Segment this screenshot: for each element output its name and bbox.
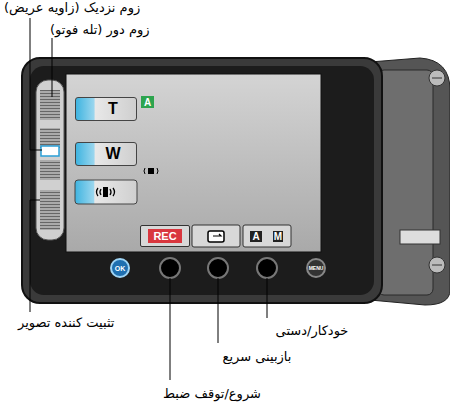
callout-text: زوم نزدیک (زاویه عریض) (4, 0, 140, 15)
zoom-wide-button: W (75, 142, 137, 166)
callout-text: شروع/توقف ضبط (163, 386, 261, 401)
callout-text: تثبیت کننده تصویر (18, 315, 114, 330)
manual-letter: M (273, 231, 283, 242)
zoom-tele-button: T (75, 97, 137, 121)
button-text: MENU (309, 265, 324, 271)
callout-text: بازبینی سریع (223, 349, 292, 364)
button-text: OK (115, 265, 126, 272)
auto-letter: A (250, 231, 261, 242)
record-button: REC (140, 225, 190, 247)
callout-text: زوم دور (تله فوتو) (50, 22, 150, 37)
button-text: T (108, 100, 118, 118)
auto-icon-letter: A (144, 97, 151, 108)
button-text: REC (148, 229, 181, 243)
button-text: W (105, 145, 120, 163)
callout-text: خودکار/دستی (276, 323, 349, 338)
